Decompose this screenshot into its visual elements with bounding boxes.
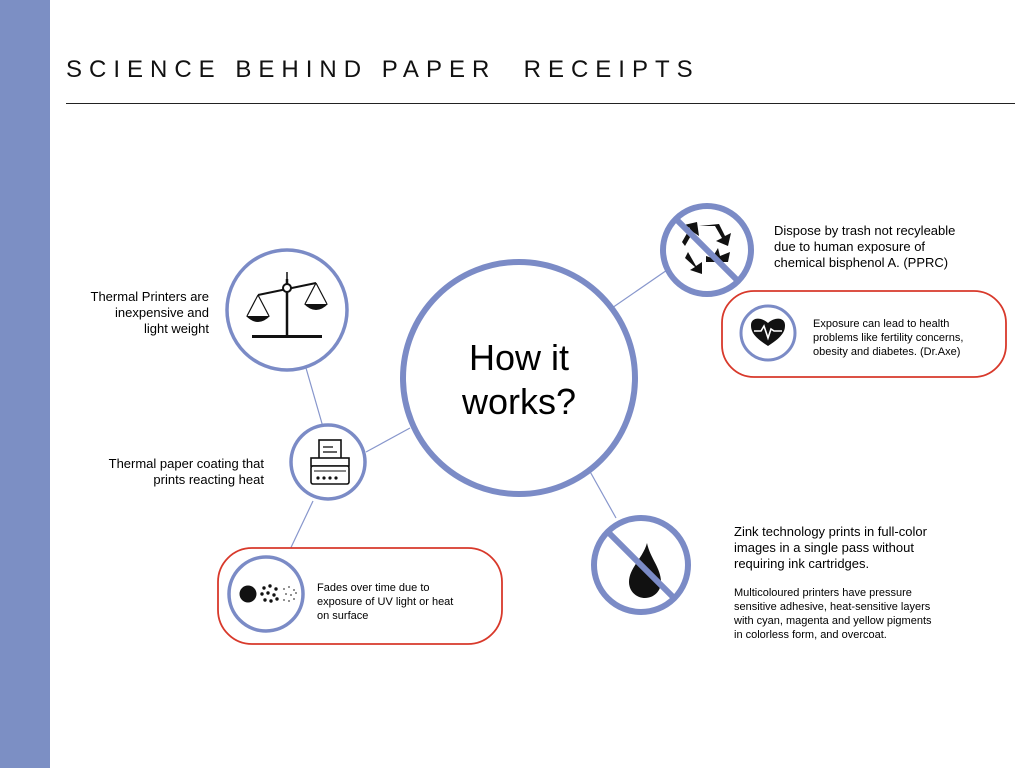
recycle-text: Dispose by trash not recyleable due to h… [774, 223, 956, 270]
connector-printer-center [365, 427, 411, 453]
connector-center-recycle [611, 267, 671, 309]
health-text: Exposure can lead to health problems lik… [813, 318, 964, 358]
connector-center-ink [587, 467, 617, 519]
sidebar-accent [0, 0, 50, 768]
scale-text: Thermal Printers are inexpensive and lig… [90, 289, 209, 336]
heart-rate-icon [739, 304, 797, 362]
no-ink-icon [591, 515, 691, 615]
ink-subtext: Multicoloured printers have pressure sen… [734, 587, 932, 641]
balance-scale-icon [225, 248, 349, 372]
no-recycle-icon [660, 203, 754, 297]
title-divider [66, 103, 1015, 104]
health-callout-box [721, 290, 1007, 378]
fade-text: Fades over time due to exposure of UV li… [317, 582, 454, 622]
center-circle [400, 259, 638, 497]
center-label: How it works? [461, 337, 577, 422]
fading-dots-icon [227, 555, 305, 633]
receipt-printer-icon [289, 423, 367, 501]
printer-text: Thermal paper coating that prints reacti… [108, 456, 264, 487]
slide-title: SCIENCE BEHIND PAPER RECEIPTS [66, 56, 700, 83]
connector-scale-printer [305, 367, 324, 428]
ink-text: Zink technology prints in full-color ima… [734, 524, 927, 571]
